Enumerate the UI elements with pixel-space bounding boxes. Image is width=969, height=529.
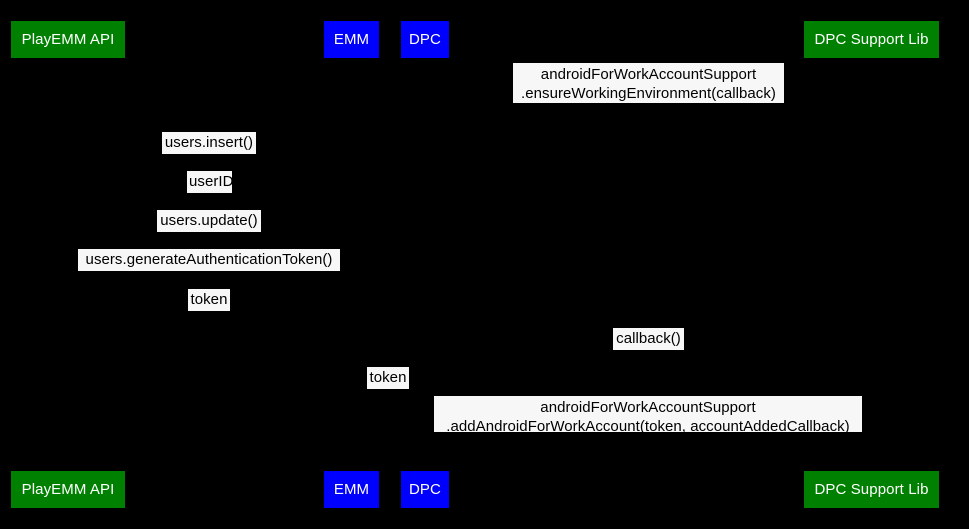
message-text-line: callback() (616, 330, 681, 347)
message-text-line: users.update() (160, 212, 258, 229)
message-text-line: androidForWorkAccountSupport (540, 399, 756, 416)
participant-label: DPC Support Lib (814, 481, 929, 498)
participant-label: DPC (409, 481, 441, 498)
message-text-line: userID (189, 173, 234, 190)
participant-dpc-bottom[interactable]: DPC (401, 471, 449, 508)
message-text-line: users.insert() (164, 134, 254, 151)
message-label-token-second: token (367, 367, 409, 389)
participant-emm-bottom[interactable]: EMM (324, 471, 379, 508)
message-text-line: androidForWorkAccountSupport (540, 66, 757, 83)
participant-label: DPC Support Lib (814, 31, 929, 48)
message-text-line: .addAndroidForWorkAccount(token, account… (446, 418, 850, 435)
message-text-line: token (190, 291, 228, 308)
participant-label: DPC (409, 31, 441, 48)
message-label-user-id: userID (187, 171, 234, 193)
message-label-users-update: users.update() (157, 210, 261, 232)
participant-playemm-api-bottom[interactable]: PlayEMM API (11, 471, 125, 508)
participant-dpc-top[interactable]: DPC (401, 21, 449, 58)
message-label-add-android-for-work-account: androidForWorkAccountSupport .addAndroidF… (434, 396, 862, 435)
participant-playemm-api-top[interactable]: PlayEMM API (11, 21, 125, 58)
participant-label: EMM (333, 31, 370, 48)
message-text-line: users.generateAuthenticationToken() (85, 251, 333, 268)
participant-label: PlayEMM API (21, 481, 115, 498)
message-text-line: token (369, 369, 407, 386)
message-label-token-first: token (188, 289, 230, 311)
participant-dpc-support-lib-top[interactable]: DPC Support Lib (804, 21, 939, 58)
participant-label: PlayEMM API (21, 31, 115, 48)
message-label-users-generate-authentication-token: users.generateAuthenticationToken() (78, 249, 340, 271)
participant-emm-top[interactable]: EMM (324, 21, 379, 58)
message-text-line: .ensureWorkingEnvironment(callback) (521, 85, 776, 102)
message-label-users-insert: users.insert() (162, 132, 256, 154)
participant-label: EMM (333, 481, 370, 498)
participant-dpc-support-lib-bottom[interactable]: DPC Support Lib (804, 471, 939, 508)
message-label-callback: callback() (613, 328, 684, 350)
message-label-ensure-working-environment: androidForWorkAccountSupport .ensureWorki… (513, 63, 784, 103)
